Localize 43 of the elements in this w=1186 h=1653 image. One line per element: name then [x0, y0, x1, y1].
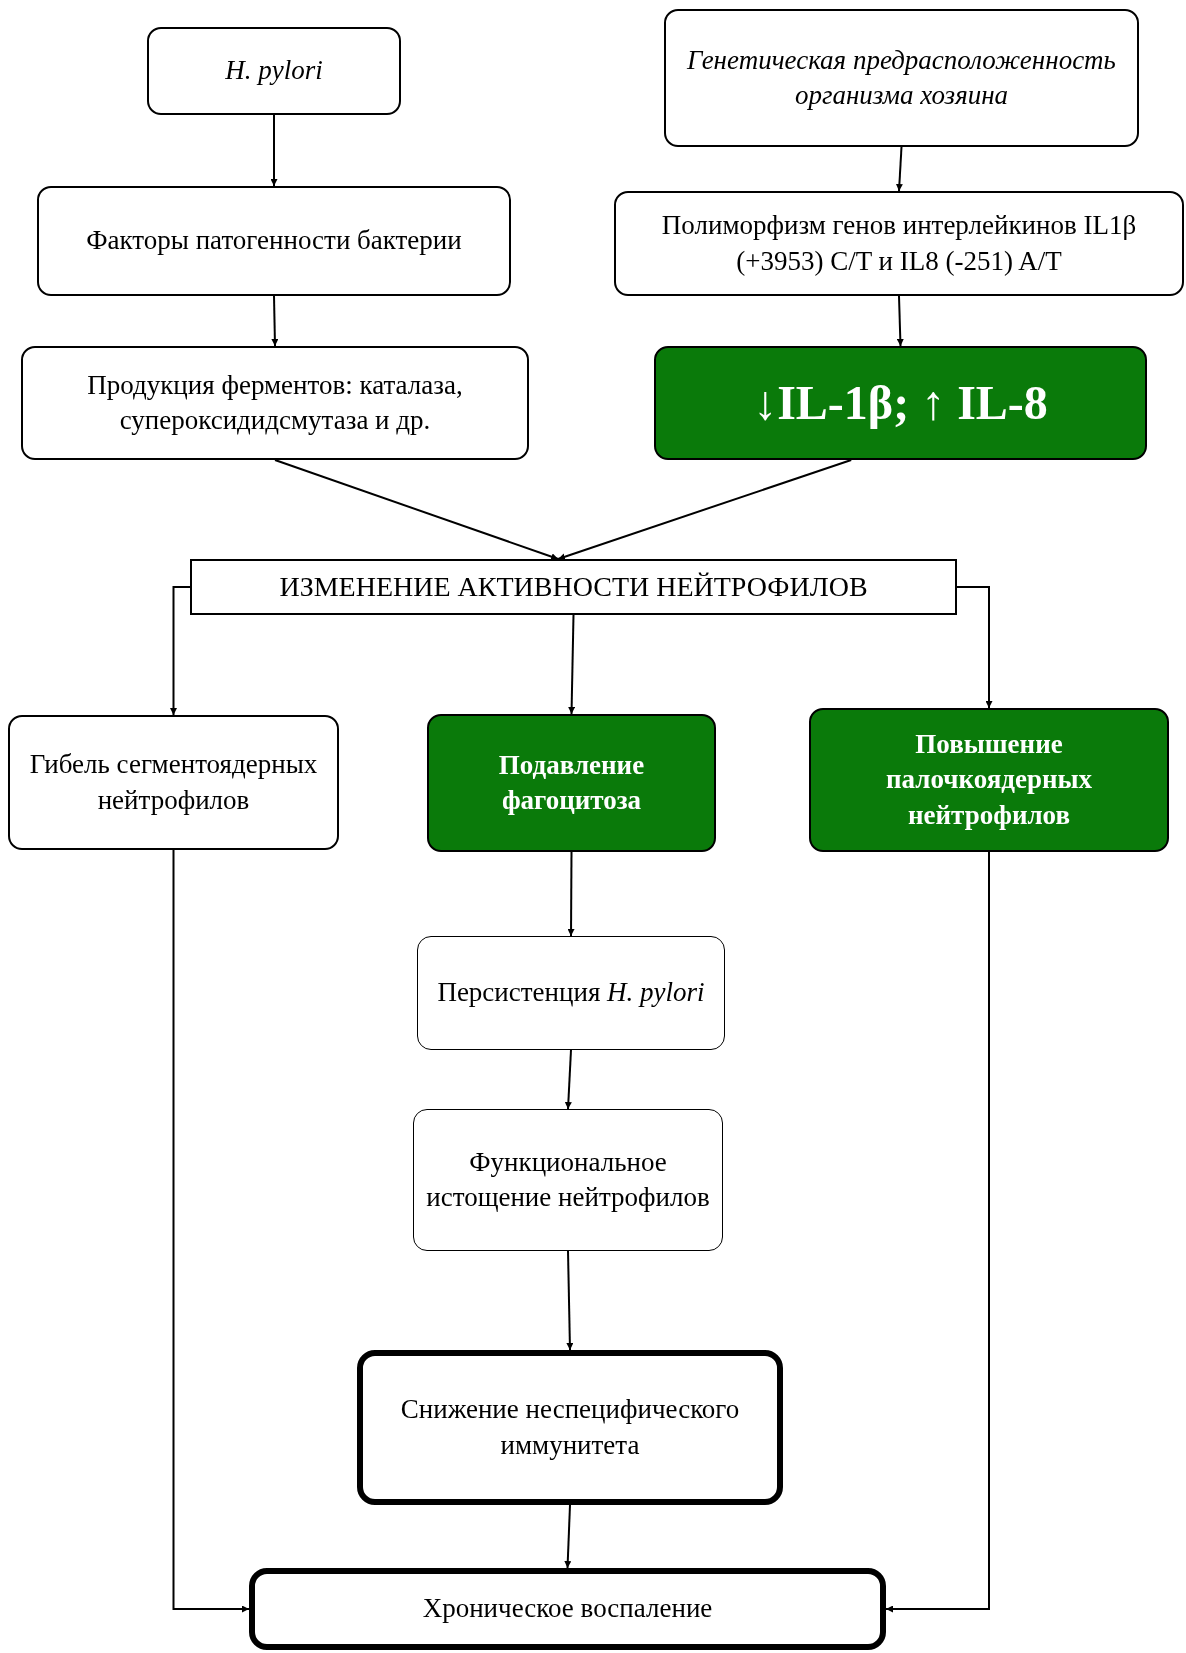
process-box [21, 346, 529, 460]
box-text: Факторы патогенности бактерии [86, 224, 462, 258]
box-text: Генетическая предрасположенность организма хозяина [686, 43, 1117, 112]
process-box [417, 936, 725, 1050]
arrow [956, 586, 993, 709]
process-box [614, 191, 1184, 296]
box-text: Повышение палочкоядерных нейтрофилов [884, 728, 1094, 832]
process-box [413, 1109, 723, 1251]
highlight-box [654, 346, 1147, 460]
box-text: Персистенция H. pylori [437, 976, 705, 1010]
arrow [895, 146, 903, 192]
box-text: Гибель сегментоядерных нейтрофилов [28, 748, 319, 817]
arrow [564, 1504, 572, 1569]
outcome-box [357, 1350, 783, 1505]
arrow [170, 586, 191, 716]
box-text: Подавление фагоцитоза [497, 748, 646, 817]
highlight-box [809, 708, 1169, 852]
process-box [37, 186, 511, 296]
box-text: ↓IL-1β; ↑ IL-8 [753, 374, 1048, 431]
box-text: Снижение неспецифического иммунитета [399, 1393, 741, 1462]
header-box [190, 559, 957, 615]
box-text: H. pylori [225, 54, 323, 88]
arrow [567, 851, 575, 937]
box-text: Продукция ферментов: каталаза, супероксидидсмутаза и др. [86, 368, 464, 437]
process-box [8, 715, 339, 850]
process-box [664, 9, 1139, 147]
process-box [147, 27, 401, 115]
arrow [885, 851, 990, 1613]
highlight-box [427, 714, 716, 852]
arrow [896, 295, 904, 347]
arrow [557, 459, 853, 561]
arrow [271, 295, 279, 347]
arrow [172, 849, 250, 1613]
box-text: ИЗМЕНЕНИЕ АКТИВНОСТИ НЕЙТРОФИЛОВ [279, 569, 868, 604]
arrow [564, 1049, 572, 1110]
arrow [274, 459, 560, 560]
box-text: Полиморфизм генов интерлейкинов IL1β (+3953) C/T и IL8 (-251) A/T [660, 209, 1138, 278]
arrow [270, 114, 278, 187]
outcome-box [249, 1568, 886, 1650]
box-text: Функциональное истощение нейтрофилов [426, 1145, 710, 1214]
arrow [568, 614, 576, 715]
box-text: Хроническое воспаление [422, 1592, 713, 1626]
arrow [566, 1250, 574, 1351]
